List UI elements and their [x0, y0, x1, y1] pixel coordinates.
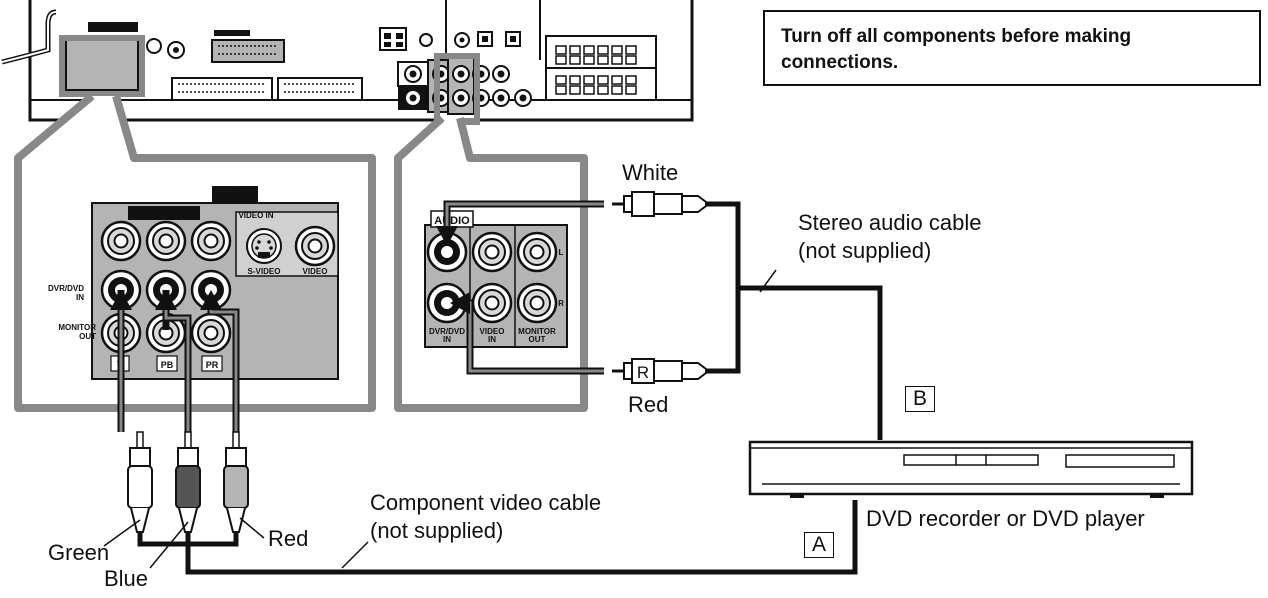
dvr-dvd-in-label-line1: DVR/DVD	[48, 284, 84, 293]
dvd-device	[748, 440, 1194, 498]
audio-dvr-dvd-label-line2: IN	[443, 335, 451, 344]
monitor-out-label-line2: OUT	[79, 332, 96, 341]
rear-panel	[1, 0, 694, 125]
component-cable-label-line2: (not supplied)	[370, 518, 504, 543]
audio-header: AUDIO	[434, 215, 470, 227]
component-top-jack-y	[100, 220, 142, 262]
stereo-cable-label-line1: Stereo audio cable	[798, 210, 982, 235]
green-leader	[103, 519, 141, 547]
red-video-label: Red	[268, 526, 309, 551]
video-plug-blue	[175, 431, 201, 533]
component-header: COMPONENT	[132, 209, 197, 220]
stereo-audio-cable	[436, 200, 883, 440]
stereo-cable-label-line2: (not supplied)	[798, 238, 932, 263]
video-header: VIDEO	[218, 190, 253, 202]
video-plug-green	[127, 431, 153, 533]
audio-dvr-dvd-label-line1: DVR/DVD	[429, 327, 465, 336]
audio-r-label: R	[558, 299, 564, 308]
video-plug-red	[223, 431, 249, 533]
audio-monitor-label-line1: MONITOR	[518, 327, 556, 336]
connector-b-label: B	[905, 386, 935, 412]
video-in-label: VIDEO IN	[238, 211, 273, 220]
notice-box: Turn off all components before making co…	[763, 10, 1261, 86]
audio-l-label: L	[559, 248, 564, 257]
video-label: VIDEO	[303, 267, 328, 276]
audio-video-in-label-line2: IN	[488, 335, 496, 344]
audio-monitor-label-line2: OUT	[529, 335, 546, 344]
rca-plug-white	[612, 191, 707, 217]
rca-plug-red: R	[612, 358, 707, 384]
component-cable-label-line1: Component video cable	[370, 490, 602, 515]
green-label: Green	[48, 540, 110, 565]
blue-label: Blue	[104, 566, 149, 591]
dvd-device-label: DVD recorder or DVD player	[866, 506, 1145, 531]
monitor-out-label-line1: MONITOR	[58, 323, 96, 332]
dvr-dvd-in-label-line2: IN	[76, 293, 84, 302]
audio-callout: AUDIO L R DVR/DVD IN VIDEO IN MONITOR OU…	[394, 115, 588, 412]
red-plug-label: Red	[628, 392, 669, 417]
audio-video-in-label-line1: VIDEO	[480, 327, 505, 336]
stereo-cable-leader	[759, 269, 777, 293]
blue-leader	[149, 521, 189, 569]
red-leader	[239, 517, 265, 539]
component-video-cable	[110, 290, 858, 575]
svideo-label: S-VIDEO	[248, 267, 281, 276]
plug-r-label: R	[637, 363, 649, 382]
connector-a-label: A	[804, 532, 834, 558]
component-video-callout: VIDEO COMPONENT VIDEO IN S-VIDEO VIDEO D…	[14, 92, 376, 412]
pr-label: PR	[206, 360, 219, 370]
pb-label: PB	[161, 360, 174, 370]
white-plug-label: White	[622, 160, 679, 185]
component-cable-leader	[341, 541, 369, 569]
